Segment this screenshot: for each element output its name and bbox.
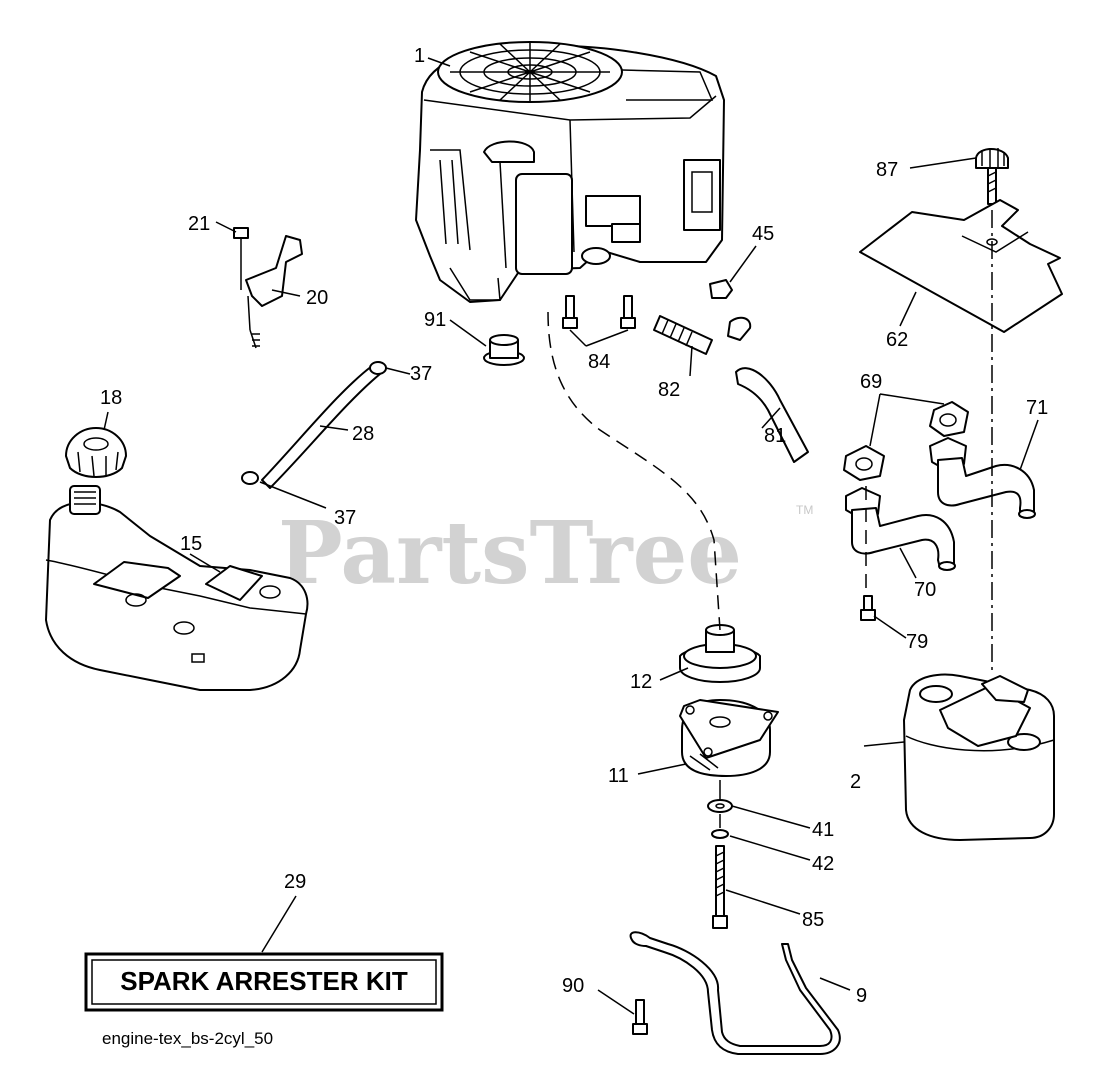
bracket-part[interactable] [245,235,303,349]
screw-90-part[interactable] [632,999,648,1035]
callout-71: 71 [1026,397,1048,419]
knob-part[interactable] [975,148,1009,205]
callout-20: 20 [306,287,328,309]
exhaust-pipe-left-part[interactable] [845,487,956,571]
rod-part[interactable] [629,931,841,1055]
hose-clamp-top-part[interactable] [369,361,387,375]
callout-21: 21 [188,213,210,235]
callout-37-bottom: 37 [334,507,356,529]
callout-69: 69 [860,371,882,393]
clutch-part[interactable] [679,699,779,777]
callout-90: 90 [562,975,584,997]
muffler-part[interactable] [903,673,1055,841]
callout-15: 15 [180,533,202,555]
fuel-hose-part[interactable] [261,365,381,489]
callout-62: 62 [886,329,908,351]
callout-45: 45 [752,223,774,245]
callout-70: 70 [914,579,936,601]
pulley-part[interactable] [679,624,761,683]
diagram-code: engine-tex_bs-2cyl_50 [102,1029,273,1048]
bolts-part[interactable] [562,295,636,329]
callout-37-top: 37 [410,363,432,385]
callout-1: 1 [414,45,425,67]
bushing-part[interactable] [483,334,525,366]
spark-arrester-kit-box[interactable]: SPARK ARRESTER KIT [84,952,444,1012]
nut-45-part[interactable] [709,279,733,299]
washer-part[interactable] [711,829,729,839]
callout-42: 42 [812,853,834,875]
gasket-part[interactable] [843,401,969,481]
exhaust-pipe-right-part[interactable] [929,437,1036,519]
callout-82: 82 [658,379,680,401]
fuel-cap-part[interactable] [65,427,127,478]
engine-part[interactable] [415,41,725,303]
callout-87: 87 [876,159,898,181]
callout-18: 18 [100,387,122,409]
callout-2: 2 [850,771,861,793]
screw-79-part[interactable] [860,595,876,621]
callout-11: 11 [608,765,629,787]
callout-84: 84 [588,351,610,373]
watermark-text: PartsTree [278,503,742,604]
spark-arrester-kit-label: SPARK ARRESTER KIT [120,966,408,996]
hose-clamp-bottom-part[interactable] [241,471,259,485]
bolt-85-part[interactable] [712,845,728,929]
watermark-trademark: TM [796,503,813,517]
drain-hose-part[interactable] [735,367,809,463]
callout-85: 85 [802,909,824,931]
spacer-part[interactable] [707,799,733,813]
callout-41: 41 [812,819,834,841]
callout-29: 29 [284,871,306,893]
callout-81: 81 [764,425,786,447]
fuel-tank-part[interactable] [45,485,309,691]
engine-to-pulley-alignment [547,311,721,631]
callout-12: 12 [630,671,652,693]
drain-valve-part[interactable] [653,315,752,355]
heat-shield-part[interactable] [859,199,1063,333]
screw-21-part[interactable] [233,227,249,290]
callout-79: 79 [906,631,928,653]
callout-28: 28 [352,423,374,445]
leader-lines [103,57,1039,1015]
callout-9: 9 [856,985,867,1007]
callout-91: 91 [424,309,446,331]
